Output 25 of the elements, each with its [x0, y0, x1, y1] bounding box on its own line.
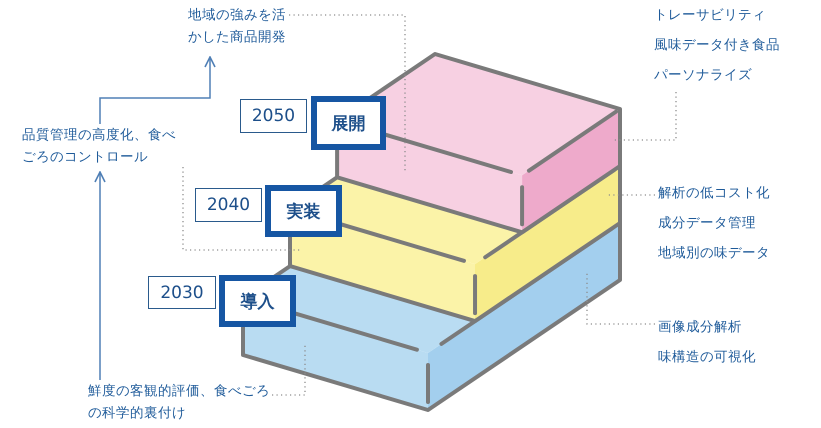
feature-text: 解析の低コスト化 [658, 184, 771, 203]
stage-box: 展開 [311, 96, 386, 150]
stage-box: 導入 [219, 275, 296, 327]
note-text: 品質管理の高度化、食べごろのコントロール [22, 124, 188, 168]
feature-text: 風味データ付き食品 [654, 36, 781, 55]
feature-text: パーソナライズ [654, 66, 753, 85]
note-text: 地域の強みを活かした商品開発 [188, 4, 288, 48]
leader-line [586, 272, 655, 325]
arrow [94, 171, 106, 380]
leader-line [608, 194, 655, 196]
feature-text: 画像成分解析 [658, 318, 743, 337]
leader-line [612, 92, 677, 141]
arrow [99, 56, 216, 124]
stage-box: 実装 [265, 185, 342, 237]
leader-line [289, 14, 406, 172]
feature-text: 成分データ管理 [658, 214, 757, 233]
leader-line [182, 167, 300, 251]
note-text: 鮮度の客観的評価、食べごろの科学的裏付け [88, 380, 274, 424]
feature-text: 味構造の可視化 [658, 348, 757, 367]
leader-line [272, 345, 306, 396]
feature-text: トレーサビリティ [654, 6, 767, 25]
feature-text: 地域別の味データ [658, 244, 771, 263]
year-box: 2030 [148, 276, 216, 309]
year-box: 2050 [240, 99, 307, 133]
year-box: 2040 [195, 188, 262, 222]
